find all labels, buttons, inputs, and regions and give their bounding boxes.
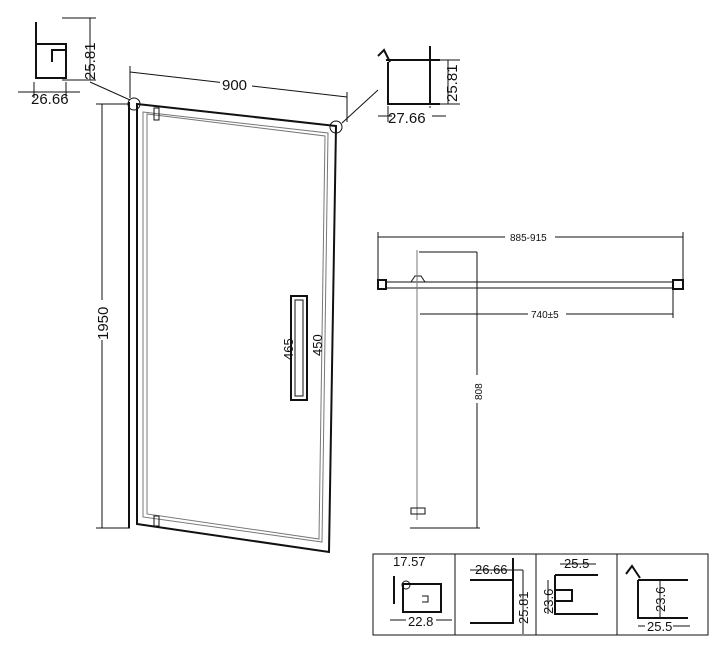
profile-cell-4: 23.6 25.5: [625, 564, 690, 634]
cell-label: 23.6: [653, 587, 668, 612]
profile-width-label: 26.66: [31, 91, 69, 108]
cell-label: 17.57: [393, 554, 426, 569]
profile-cell-3: 23.6 25.5: [541, 556, 598, 615]
cell-label: 26.66: [475, 562, 508, 577]
cell-label: 25.5: [647, 619, 672, 634]
profile-cell-1: 17.57 22.8: [390, 554, 452, 629]
width-label: 900: [222, 77, 247, 94]
handle-length-label: 465: [281, 338, 296, 360]
door-front-view: 900 465 450 1950: [95, 66, 379, 554]
profiles-table: 17.57 22.8 26.66 25.81 23.6 25.5 23.6 25…: [372, 553, 709, 636]
height-label: 1950: [95, 307, 112, 340]
door-width-label: 740±5: [531, 310, 559, 321]
profile-cell-2: 26.66 25.81: [470, 558, 531, 634]
handle-spacing-label: 450: [310, 334, 325, 356]
profile-top-left: 25.81 26.66: [18, 17, 131, 108]
cell-label: 25.81: [516, 591, 531, 624]
profile-top-right: 25.81 27.66: [377, 46, 461, 127]
profile-height-label: 25.81: [82, 42, 99, 80]
profile-width-label: 27.66: [388, 110, 426, 127]
swing-label: 808: [474, 383, 485, 400]
overall-width-label: 885-915: [510, 233, 547, 244]
cell-label: 22.8: [408, 614, 433, 629]
plan-view: 885-915 808 740±5: [377, 230, 684, 529]
cell-label: 25.5: [564, 556, 589, 571]
profile-height-label: 25.81: [444, 64, 461, 102]
cell-label: 23.6: [541, 589, 556, 614]
